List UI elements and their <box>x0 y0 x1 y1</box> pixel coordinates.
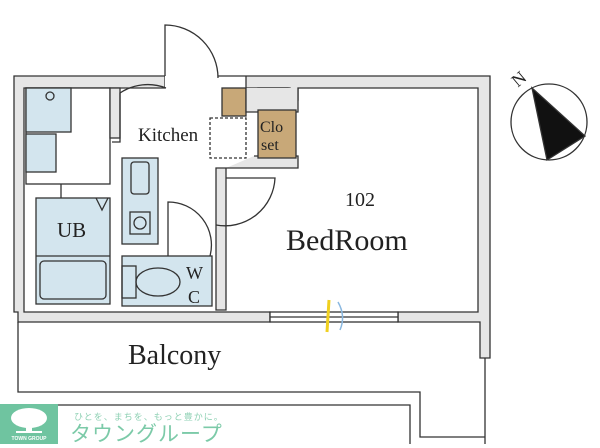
kitchen-counter <box>121 157 159 245</box>
washroom-door <box>112 83 167 143</box>
wash-basin <box>25 133 57 173</box>
entrance-door <box>164 24 219 79</box>
wc-door <box>167 201 213 257</box>
kitchen-label: Kitchen <box>138 125 199 146</box>
unit-bath-label: UB <box>57 218 86 242</box>
closet <box>257 109 297 159</box>
logo-tagline: ひとを、まちを、もっと豊かに。 <box>74 413 224 423</box>
logo-brand: タウングループ <box>70 422 223 446</box>
bathtub <box>39 260 107 300</box>
closet-label-1: Clo <box>260 119 283 136</box>
shoe-cabinet <box>221 87 247 117</box>
bedroom-door <box>215 177 276 227</box>
stove <box>129 211 151 235</box>
bedroom-label: BedRoom <box>286 224 408 257</box>
washing-machine <box>25 87 72 133</box>
north-arrow-icon <box>530 86 587 162</box>
compass-north-label: N <box>507 67 530 91</box>
wc-label-1: W <box>186 263 203 283</box>
closet-label-2: set <box>261 137 279 154</box>
balcony-label: Balcony <box>128 340 221 371</box>
logo-subtitle: TOWN GROUP <box>11 436 47 442</box>
toilet <box>135 267 181 297</box>
tree-icon <box>11 408 47 433</box>
unit-bath <box>35 197 111 305</box>
wc-label-2: C <box>188 287 200 307</box>
logo: TOWN GROUP <box>0 404 58 444</box>
room-number: 102 <box>345 189 375 211</box>
balcony-outline <box>17 322 486 444</box>
